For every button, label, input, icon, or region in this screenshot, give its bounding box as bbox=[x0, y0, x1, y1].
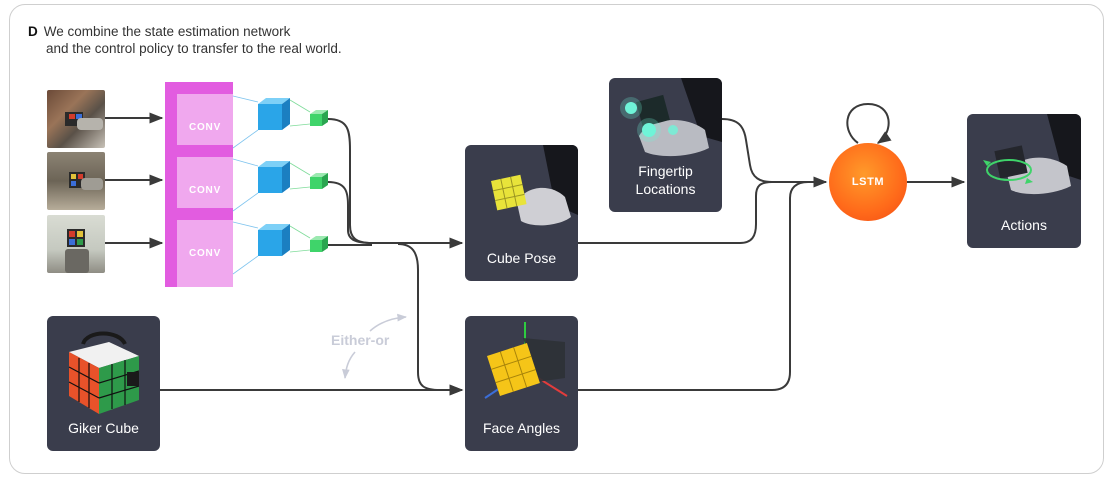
giker-cube-card: Giker Cube bbox=[47, 316, 160, 451]
either-or-label: Either-or bbox=[331, 332, 390, 348]
conv-block-2 bbox=[165, 145, 233, 224]
fingertip-label: Fingertip Locations bbox=[635, 163, 696, 197]
face-angles-illustration bbox=[484, 322, 568, 399]
conv-stack bbox=[165, 82, 233, 287]
actions-label: Actions bbox=[1001, 217, 1047, 233]
conv-label-3: CONV bbox=[188, 248, 222, 259]
fingertip-locations-card: Fingertip Locations bbox=[609, 78, 722, 212]
camera-input-arrows bbox=[105, 112, 164, 249]
lstm-node: LSTM bbox=[829, 143, 907, 221]
conv-label-2: CONV bbox=[188, 185, 222, 196]
actions-card: Actions bbox=[967, 114, 1081, 248]
face-angles-label: Face Angles bbox=[482, 420, 561, 436]
face-angles-card: Face Angles bbox=[465, 316, 578, 451]
camera-image-1 bbox=[47, 90, 105, 148]
conv-label-1: CONV bbox=[188, 122, 222, 133]
either-or-arrows bbox=[342, 313, 407, 379]
caption-line-2: and the control policy to transfer to th… bbox=[46, 41, 342, 56]
caption-line-1: We combine the state estimation network bbox=[43, 24, 291, 39]
feature-cubes-blue bbox=[258, 98, 290, 256]
camera-image-2 bbox=[47, 152, 105, 210]
panel-letter: D bbox=[28, 24, 38, 39]
flow-lines bbox=[160, 102, 966, 396]
cube-pose-illustration bbox=[491, 145, 578, 226]
figure-caption: D We combine the state estimation network… bbox=[28, 23, 342, 57]
giker-cube-illustration bbox=[68, 331, 140, 414]
feature-vectors-green bbox=[310, 110, 328, 252]
cube-pose-card: Cube Pose bbox=[465, 145, 578, 281]
fingertip-illustration bbox=[620, 78, 722, 157]
giker-cube-label: Giker Cube bbox=[68, 420, 139, 436]
conv-block-3 bbox=[165, 208, 233, 287]
feature-to-vector-lines bbox=[289, 99, 311, 253]
camera-image-3 bbox=[47, 215, 105, 273]
conv-to-feature-lines bbox=[232, 95, 259, 275]
cube-pose-label: Cube Pose bbox=[486, 250, 557, 266]
actions-illustration bbox=[983, 114, 1081, 195]
